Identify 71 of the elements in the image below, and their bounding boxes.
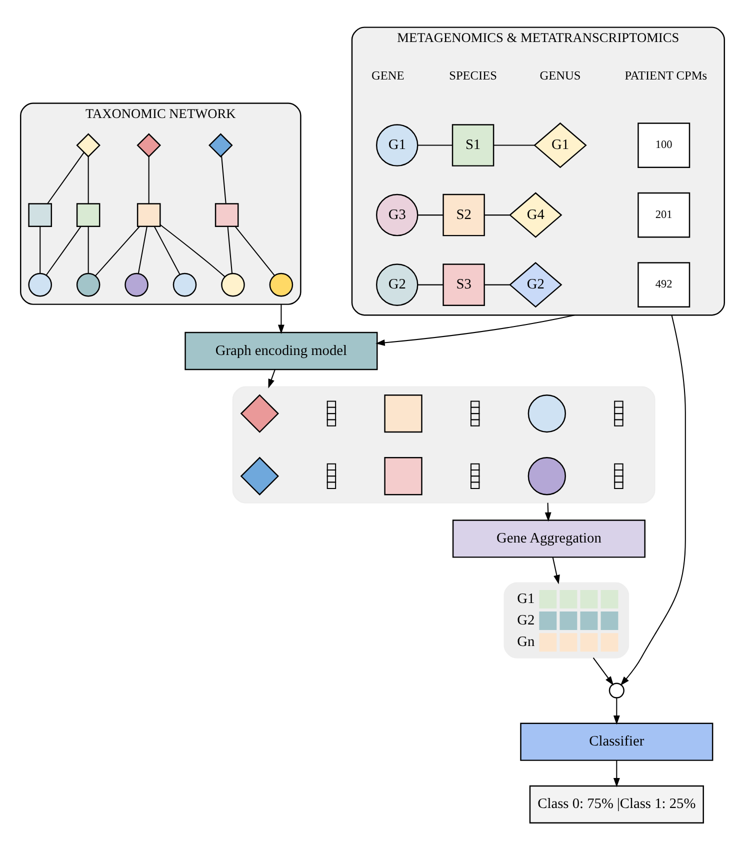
arrow xyxy=(552,556,560,584)
connector xyxy=(40,226,41,273)
connector xyxy=(484,284,510,285)
connector xyxy=(234,226,275,276)
arrow xyxy=(544,502,552,522)
node-diamond xyxy=(240,456,279,495)
node-circle xyxy=(528,456,566,495)
arrow xyxy=(278,304,284,334)
arrow xyxy=(592,657,614,685)
node-circle xyxy=(269,272,294,296)
node-diamond: G2 xyxy=(509,261,562,308)
node-circle: G1 xyxy=(376,124,418,166)
node-box: G1 G2 Gn xyxy=(504,582,630,658)
node-box xyxy=(76,202,100,226)
connector xyxy=(138,226,148,273)
node-box: S3 xyxy=(442,263,485,306)
node-box: 100 xyxy=(638,122,690,168)
connector xyxy=(418,284,444,285)
label: PATIENT CPMs xyxy=(624,68,708,82)
node-diamond xyxy=(76,132,100,157)
connector xyxy=(94,226,140,276)
connector xyxy=(160,224,226,277)
node-circle xyxy=(608,682,624,698)
connector xyxy=(418,144,452,146)
node-box xyxy=(384,456,422,495)
node-box: Graph encoding model xyxy=(184,331,378,370)
connector xyxy=(47,152,84,204)
connector xyxy=(494,144,535,146)
label: SPECIES xyxy=(449,68,497,82)
node-box: Class 0: 75% |Class 1: 25% xyxy=(529,784,704,823)
node-box: 201 xyxy=(638,192,690,238)
arrow xyxy=(620,314,686,686)
node-box: Classifier xyxy=(520,722,714,760)
label: GENE xyxy=(371,68,404,82)
node-box: S1 xyxy=(452,124,494,166)
node-box xyxy=(28,202,52,226)
node-box: 492 xyxy=(638,262,690,307)
connector xyxy=(221,155,226,203)
connector xyxy=(154,226,180,274)
node-box: S2 xyxy=(442,193,485,236)
node-circle xyxy=(124,272,148,296)
node-box xyxy=(384,394,422,432)
arrow xyxy=(613,698,620,724)
node-diamond xyxy=(136,132,161,157)
cluster xyxy=(232,386,656,503)
connector xyxy=(88,156,89,204)
node-circle: G2 xyxy=(376,263,418,306)
node-diamond: G1 xyxy=(534,122,587,168)
connector xyxy=(148,156,150,204)
node-box: Gene Aggregation xyxy=(452,519,646,558)
node-circle xyxy=(172,272,197,296)
cluster: TAXONOMIC NETWORK xyxy=(20,102,302,304)
arrow xyxy=(268,368,276,388)
node-circle xyxy=(76,272,100,296)
node-box xyxy=(136,202,161,226)
connector xyxy=(418,214,444,216)
connector xyxy=(227,226,233,273)
arrow xyxy=(376,314,575,346)
node-diamond xyxy=(240,394,279,432)
node-circle xyxy=(221,272,245,296)
label: GENUS xyxy=(540,68,581,82)
node-diamond xyxy=(208,132,233,157)
node-box xyxy=(214,202,239,226)
connector xyxy=(484,214,510,216)
connector xyxy=(46,226,82,275)
node-diamond: G4 xyxy=(509,192,562,238)
node-circle xyxy=(528,394,566,432)
node-circle xyxy=(28,272,52,296)
arrow xyxy=(613,760,620,787)
connector xyxy=(88,226,89,273)
node-circle: G3 xyxy=(376,193,418,236)
